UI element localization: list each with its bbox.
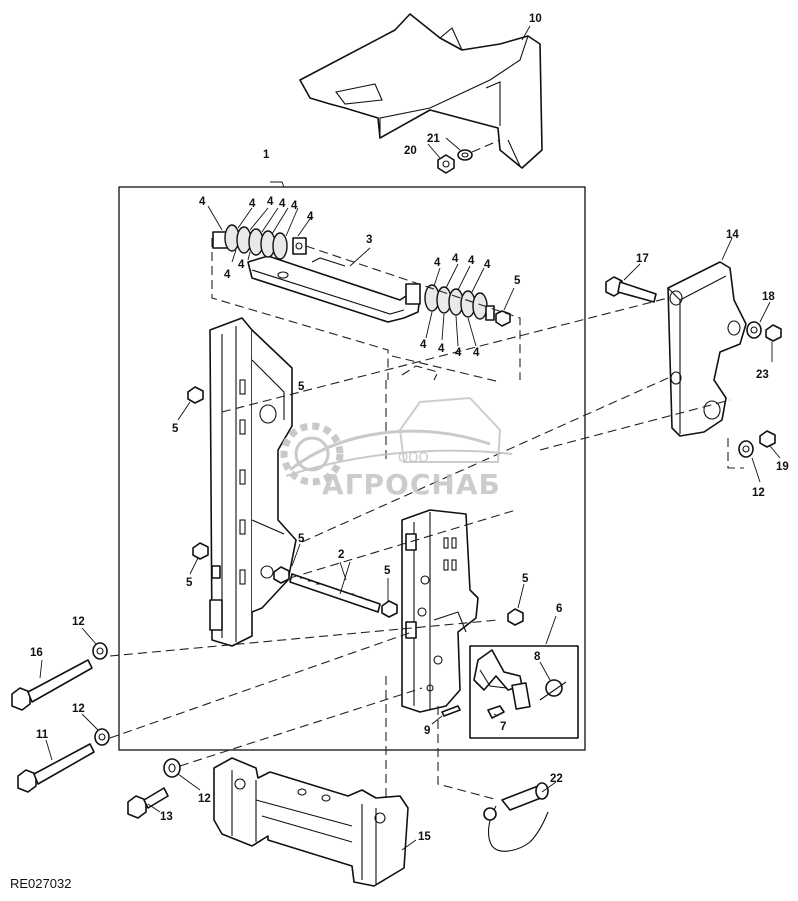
right-rail-part	[401, 509, 479, 713]
label-4-e: 4	[291, 200, 298, 212]
watermark: ООО АГРОСНАБ	[280, 396, 513, 501]
nut-5-upper-left	[187, 386, 204, 404]
label-4-g: 4	[238, 259, 245, 271]
washer-18	[746, 321, 762, 339]
shield-part	[299, 13, 543, 169]
label-4-k: 4	[468, 255, 475, 267]
label-15: 15	[418, 831, 431, 843]
label-10: 10	[529, 13, 542, 25]
label-4-p: 4	[473, 347, 480, 359]
nut-5-free	[507, 608, 524, 626]
label-1: 1	[263, 149, 270, 161]
washer-12-upper	[92, 642, 108, 660]
washer-12-lower	[163, 758, 181, 778]
drawbar-15-part	[213, 757, 409, 887]
label-12-b: 12	[72, 703, 85, 715]
bracket-14-part	[667, 261, 747, 437]
label-4-l: 4	[484, 259, 491, 271]
label-4-c: 4	[267, 196, 274, 208]
assembly-frame	[118, 186, 586, 751]
label-5-e: 5	[298, 533, 305, 545]
label-5-b: 5	[172, 423, 179, 435]
nut-20	[437, 154, 455, 174]
clevis-pin-22	[483, 782, 549, 852]
bolt-13	[127, 787, 169, 819]
label-19: 19	[776, 461, 789, 473]
threaded-rod-2	[273, 566, 398, 618]
washer-stack-right	[405, 283, 511, 327]
label-14: 14	[726, 229, 739, 241]
left-rail-part	[209, 317, 297, 647]
label-22: 22	[550, 773, 563, 785]
washer-stack-left	[212, 224, 307, 260]
label-9: 9	[424, 725, 430, 737]
label-13: 13	[160, 811, 173, 823]
label-4-h: 4	[224, 269, 231, 281]
label-11: 11	[36, 729, 49, 741]
label-21: 21	[427, 133, 440, 145]
label-12-c: 12	[198, 793, 211, 805]
washer-12-middle	[94, 728, 110, 746]
watermark-small: ООО	[398, 451, 429, 466]
label-16: 16	[30, 647, 43, 659]
roller-bar-part	[247, 255, 421, 323]
reference-number: RE027032	[10, 876, 71, 891]
bolt-17	[605, 276, 657, 303]
label-5-f: 5	[384, 565, 391, 577]
washer-21	[457, 149, 473, 161]
label-6: 6	[556, 603, 562, 615]
label-4-m: 4	[420, 339, 427, 351]
bolt-11	[17, 743, 95, 793]
pin-kit-6	[469, 645, 579, 739]
label-2: 2	[338, 549, 344, 561]
washer-12-right	[738, 440, 754, 458]
label-4-o: 4	[455, 347, 462, 359]
label-23: 23	[756, 369, 769, 381]
watermark-name: АГРОСНАБ	[322, 468, 501, 501]
label-7: 7	[500, 721, 506, 733]
label-4-i: 4	[434, 257, 441, 269]
nut-23	[765, 324, 782, 342]
label-4-n: 4	[438, 343, 445, 355]
label-5-a: 5	[514, 275, 521, 287]
bolt-16	[11, 659, 93, 711]
label-4-b: 4	[249, 198, 256, 210]
label-5-d: 5	[186, 577, 193, 589]
nut-19	[759, 430, 776, 448]
label-12-d: 12	[752, 487, 765, 499]
nut-5-lower-left	[192, 542, 209, 560]
label-20: 20	[404, 145, 417, 157]
label-5-g: 5	[522, 573, 529, 585]
label-4-j: 4	[452, 253, 459, 265]
label-17: 17	[636, 253, 649, 265]
label-12-a: 12	[72, 616, 85, 628]
label-18: 18	[762, 291, 775, 303]
label-4-f: 4	[307, 211, 314, 223]
label-8: 8	[534, 651, 541, 663]
label-5-c: 5	[298, 381, 305, 393]
label-4-d: 4	[279, 198, 286, 210]
screw-9	[441, 705, 461, 717]
label-3: 3	[366, 234, 372, 246]
label-4-a: 4	[199, 196, 206, 208]
